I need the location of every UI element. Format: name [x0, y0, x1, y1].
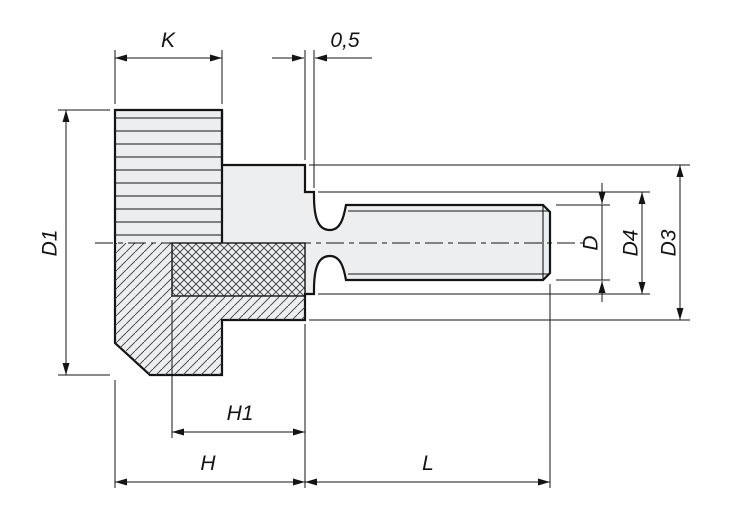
dimension-H: H [114, 324, 306, 488]
dim-label-D4: D4 [619, 230, 642, 257]
dimension-D4: D4 [318, 191, 650, 295]
section-hatch [115, 243, 305, 375]
dim-label-D3: D3 [657, 229, 680, 256]
dimension-D1: D1 [38, 109, 110, 376]
part-body [95, 108, 588, 377]
dim-label-H1: H1 [227, 402, 254, 425]
thread-lines [348, 206, 549, 279]
dimension-D: D [556, 183, 610, 302]
dim-label-D: D [579, 235, 602, 250]
dim-label-0-5: 0,5 [330, 29, 360, 52]
dimension-K: K [114, 29, 223, 104]
threaded-insert-section [171, 242, 306, 297]
dimension-H1: H1 [171, 300, 305, 438]
dimension-0-5: 0,5 [272, 29, 372, 188]
knurl-lines [116, 117, 221, 236]
dimension-L: L [305, 284, 551, 488]
dimension-D3: D3 [309, 164, 690, 321]
dim-label-D1: D1 [38, 230, 61, 257]
dim-label-H: H [200, 452, 216, 475]
dim-label-K: K [161, 29, 176, 52]
dim-label-L: L [422, 452, 434, 475]
